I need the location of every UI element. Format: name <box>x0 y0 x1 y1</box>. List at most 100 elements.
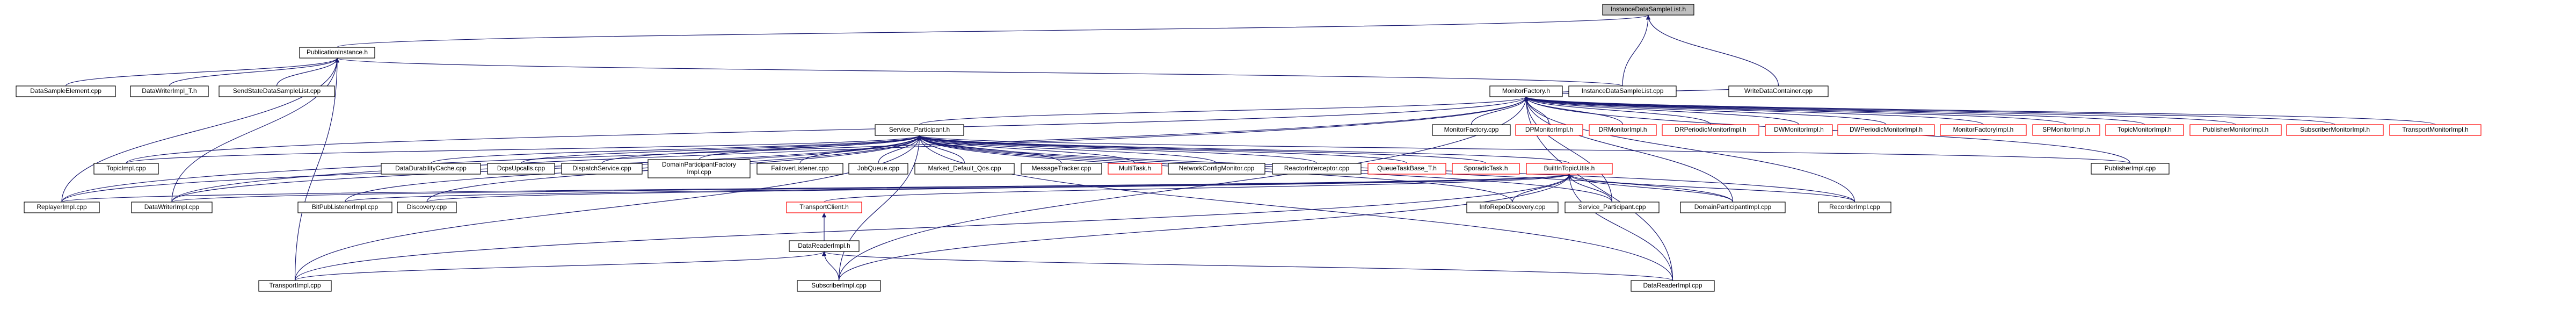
node-datawriterimpl-cpp[interactable]: DataWriterImpl.cpp <box>131 202 213 213</box>
node-spmonitorimpl-h[interactable]: SPMonitorImpl.h <box>2032 124 2100 136</box>
node-label: SubscriberImpl.cpp <box>811 282 867 289</box>
node-marked-default-qos-cpp[interactable]: Marked_Default_Qos.cpp <box>914 163 1015 175</box>
node-drmonitorimpl-h[interactable]: DRMonitorImpl.h <box>1589 124 1657 136</box>
edge-n38-to-n1 <box>61 58 340 203</box>
node-publicationinstance-h[interactable]: PublicationInstance.h <box>299 47 375 59</box>
node-label: Discovery.cpp <box>407 203 447 211</box>
node-label: JobQueue.cpp <box>857 164 899 172</box>
edge-n35-to-n8 <box>917 135 1570 164</box>
node-recorderimpl-cpp[interactable]: RecorderImpl.cpp <box>1818 202 1891 213</box>
edge-n15-to-n5 <box>1524 96 1984 125</box>
node-label: InstanceDataSampleList.h <box>1611 5 1686 13</box>
edge-n48-to-n35 <box>838 174 1572 281</box>
edge-n23-to-n8 <box>520 135 922 164</box>
node-monitorfactoryimpl-h[interactable]: MonitorFactoryImpl.h <box>1940 124 2027 136</box>
node-publisherimpl-cpp[interactable]: PublisherImpl.cpp <box>2091 163 2170 175</box>
node-label: Marked_Default_Qos.cpp <box>928 164 1001 172</box>
node-dpmonitorimpl-h[interactable]: DPMonitorImpl.h <box>1515 124 1583 136</box>
node-bitpublistenerimpl-cpp[interactable]: BitPubListenerImpl.cpp <box>297 202 392 213</box>
node-datareaderimpl-cpp[interactable]: DataReaderImpl.cpp <box>1631 280 1715 292</box>
edge-n48-to-n46 <box>821 251 840 281</box>
edge-n47-to-n46 <box>294 251 826 281</box>
node-sporadictask-h[interactable]: SporadicTask.h <box>1452 163 1520 175</box>
edge-n38-to-n35 <box>61 174 1571 203</box>
node-box <box>258 280 332 292</box>
node-replayerimpl-cpp[interactable]: ReplayerImpl.cpp <box>24 202 100 213</box>
node-box <box>1940 124 2027 136</box>
node-builtintopicutils-h[interactable]: BuiltInTopicUtils.h <box>1526 163 1613 175</box>
node-box <box>1568 85 1677 97</box>
node-box <box>2189 124 2282 136</box>
node-reactorinterceptor-cpp[interactable]: ReactorInterceptor.cpp <box>1272 163 1362 175</box>
node-label: MessageTracker.cpp <box>1032 164 1091 172</box>
node-box <box>1272 163 1362 175</box>
node-box <box>381 163 481 175</box>
node-dwperiodicmonitorimpl-h[interactable]: DWPeriodicMonitorImpl.h <box>1837 124 1935 136</box>
node-subscribermonitorimpl-h[interactable]: SubscriberMonitorImpl.h <box>2286 124 2384 136</box>
node-transportimpl-cpp[interactable]: TransportImpl.cpp <box>258 280 332 292</box>
node-topicmonitorimpl-h[interactable]: TopicMonitorImpl.h <box>2105 124 2184 136</box>
edge-n6-to-n0 <box>1622 15 1651 87</box>
node-datadurabilitycache-cpp[interactable]: DataDurabilityCache.cpp <box>381 163 481 175</box>
node-jobqueue-cpp[interactable]: JobQueue.cpp <box>848 163 908 175</box>
node-monitorfactory-h[interactable]: MonitorFactory.h <box>1489 85 1563 97</box>
node-service-participant-cpp[interactable]: Service_Participant.cpp <box>1564 202 1660 213</box>
node-monitorfactory-cpp[interactable]: MonitorFactory.cpp <box>1432 124 1511 136</box>
node-box <box>130 85 209 97</box>
node-box <box>1589 124 1657 136</box>
node-box <box>2105 124 2184 136</box>
node-service-participant-h[interactable]: Service_Participant.h <box>875 124 964 136</box>
node-label: TopicMonitorImpl.h <box>2117 126 2172 133</box>
node-subscriberimpl-cpp[interactable]: SubscriberImpl.cpp <box>797 280 881 292</box>
node-dispatchservice-cpp[interactable]: DispatchService.cpp <box>561 163 643 175</box>
edge-n19-to-n5 <box>1524 96 2335 125</box>
node-label: TopicImpl.cpp <box>106 164 146 172</box>
node-discovery-cpp[interactable]: Discovery.cpp <box>397 202 457 213</box>
node-label: SubscriberMonitorImpl.h <box>2300 126 2370 133</box>
node-instancedatasamplelist-cpp[interactable]: InstanceDataSampleList.cpp <box>1568 85 1677 97</box>
node-dcpsupcalls-cpp[interactable]: DcpsUpcalls.cpp <box>487 163 555 175</box>
node-datawriterimpl-t-h[interactable]: DataWriterImpl_T.h <box>130 85 209 97</box>
node-failoverlistener-cpp[interactable]: FailoverListener.cpp <box>756 163 843 175</box>
edge-n17-to-n5 <box>1524 96 2145 125</box>
node-topicimpl-cpp[interactable]: TopicImpl.cpp <box>93 163 159 175</box>
edge-n31-to-n8 <box>917 135 1217 164</box>
edge-n8-to-n5 <box>919 96 1529 125</box>
nodes-layer: InstanceDataSampleList.hPublicationInsta… <box>16 4 2482 292</box>
node-label: PublicationInstance.h <box>307 48 368 56</box>
node-datasampleelement-cpp[interactable]: DataSampleElement.cpp <box>16 85 116 97</box>
node-box <box>875 124 964 136</box>
node-instancedatasamplelist-h[interactable]: InstanceDataSampleList.h <box>1602 4 1694 16</box>
node-inforepodiscovery-cpp[interactable]: InfoRepoDiscovery.cpp <box>1466 202 1559 213</box>
node-box <box>1728 85 1829 97</box>
node-box <box>1515 124 1583 136</box>
node-domainparticipantimpl-cpp[interactable]: DomainParticipantImpl.cpp <box>1680 202 1786 213</box>
node-label: DWPeriodicMonitorImpl.h <box>1850 126 1923 133</box>
node-publishermonitorimpl-h[interactable]: PublisherMonitorImpl.h <box>2189 124 2282 136</box>
edge-n21-to-n8 <box>126 135 922 164</box>
node-box <box>797 280 881 292</box>
node-transportclient-h[interactable]: TransportClient.h <box>786 202 862 213</box>
node-label: Service_Participant.cpp <box>1578 203 1646 211</box>
node-drperiodicmonitorimpl-h[interactable]: DRPeriodicMonitorImpl.h <box>1662 124 1759 136</box>
node-writedatacontainer-cpp[interactable]: WriteDataContainer.cpp <box>1728 85 1829 97</box>
node-box <box>1432 124 1511 136</box>
node-box <box>131 202 213 213</box>
node-networkconfigmonitor-cpp[interactable]: NetworkConfigMonitor.cpp <box>1168 163 1265 175</box>
node-dwmonitorimpl-h[interactable]: DWMonitorImpl.h <box>1765 124 1833 136</box>
node-box <box>397 202 457 213</box>
node-box <box>1680 202 1786 213</box>
node-transportmonitorimpl-h[interactable]: TransportMonitorImpl.h <box>2389 124 2482 136</box>
node-box <box>297 202 392 213</box>
edge-n44-to-n35 <box>1567 174 1734 203</box>
node-datareaderimpl-h[interactable]: DataReaderImpl.h <box>789 240 860 252</box>
edges-layer <box>61 15 2436 281</box>
node-messagetracker-cpp[interactable]: MessageTracker.cpp <box>1021 163 1102 175</box>
node-queuetaskbase-t-h[interactable]: QueueTaskBase_T.h <box>1367 163 1446 175</box>
node-box <box>1489 85 1563 97</box>
node-label: DataWriterImpl_T.h <box>142 87 197 95</box>
node-sendstatedatasamplelist-cpp[interactable]: SendStateDataSampleList.cpp <box>219 85 335 97</box>
node-multitask-h[interactable]: MultiTask.h <box>1108 163 1162 175</box>
